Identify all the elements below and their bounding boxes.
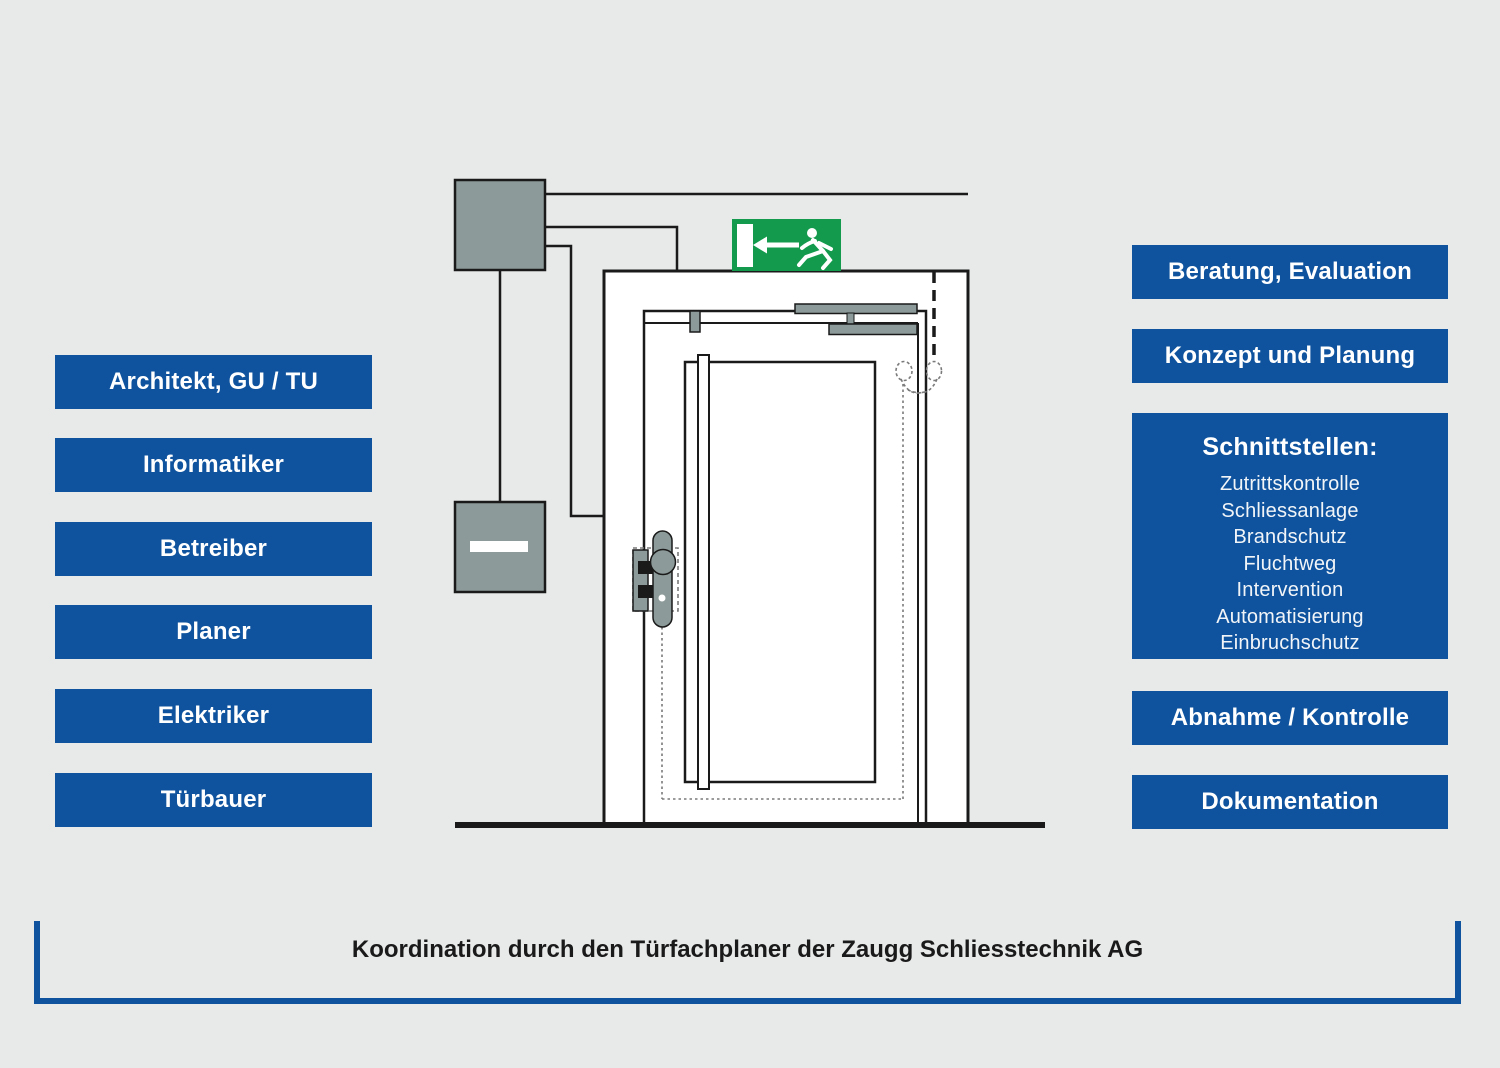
schnittstellen-item: Intervention <box>1236 579 1344 601</box>
phase-box-schnittstellen: Schnittstellen: Zutrittskontrolle Schlie… <box>1132 413 1448 659</box>
role-box-planer: Planer <box>55 605 372 659</box>
exit-sign-icon <box>732 219 841 271</box>
role-box-tuerbauer: Türbauer <box>55 773 372 827</box>
role-box-informatiker: Informatiker <box>55 438 372 492</box>
running-man-icon <box>797 228 833 270</box>
role-label: Elektriker <box>157 702 270 729</box>
role-label: Betreiber <box>159 535 268 562</box>
schnittstellen-item: Fluchtweg <box>1243 552 1337 575</box>
role-label: Planer <box>176 618 251 645</box>
door-contact-icon <box>689 310 701 333</box>
coordination-caption: Koordination durch den Türfachplaner der… <box>351 936 1144 963</box>
phase-label: Dokumentation <box>1201 788 1379 815</box>
role-box-architekt: Architekt, GU / TU <box>55 355 372 409</box>
role-box-elektriker: Elektriker <box>55 689 372 743</box>
phase-box-dokumentation: Dokumentation <box>1132 775 1448 829</box>
phase-box-beratung: Beratung, Evaluation <box>1132 245 1448 299</box>
phase-box-konzept: Konzept und Planung <box>1132 329 1448 383</box>
schnittstellen-item: Schliessanlage <box>1221 499 1359 522</box>
role-label: Türbauer <box>160 786 267 813</box>
schnittstellen-item: Brandschutz <box>1233 526 1347 548</box>
role-box-betreiber: Betreiber <box>55 522 372 576</box>
schnittstellen-item: Zutrittskontrolle <box>1219 473 1361 495</box>
schnittstellen-item: Automatisierung <box>1216 605 1364 628</box>
phase-box-abnahme: Abnahme / Kontrolle <box>1132 691 1448 745</box>
wiring-lines <box>498 192 968 518</box>
bracket-bottom-bar <box>34 998 1461 1004</box>
lock-cylinder-icon <box>632 530 677 628</box>
door-leaf-icon <box>642 309 928 826</box>
card-reader-icon <box>453 500 547 594</box>
phase-label: Konzept und Planung <box>1164 342 1416 369</box>
phase-label: Beratung, Evaluation <box>1167 258 1413 285</box>
schnittstellen-item: Einbruchschutz <box>1220 632 1360 654</box>
phase-label: Abnahme / Kontrolle <box>1170 704 1410 731</box>
arrow-left-icon <box>753 236 799 254</box>
role-label: Architekt, GU / TU <box>109 368 318 395</box>
control-unit-icon <box>453 178 547 272</box>
schnittstellen-title: Schnittstellen: <box>1202 433 1378 461</box>
door-closer-icon <box>794 303 918 336</box>
role-label: Informatiker <box>142 451 285 478</box>
bracket-right-bar <box>1455 921 1461 1004</box>
door-schematic <box>453 178 1045 828</box>
bracket-left-bar <box>34 921 40 1004</box>
